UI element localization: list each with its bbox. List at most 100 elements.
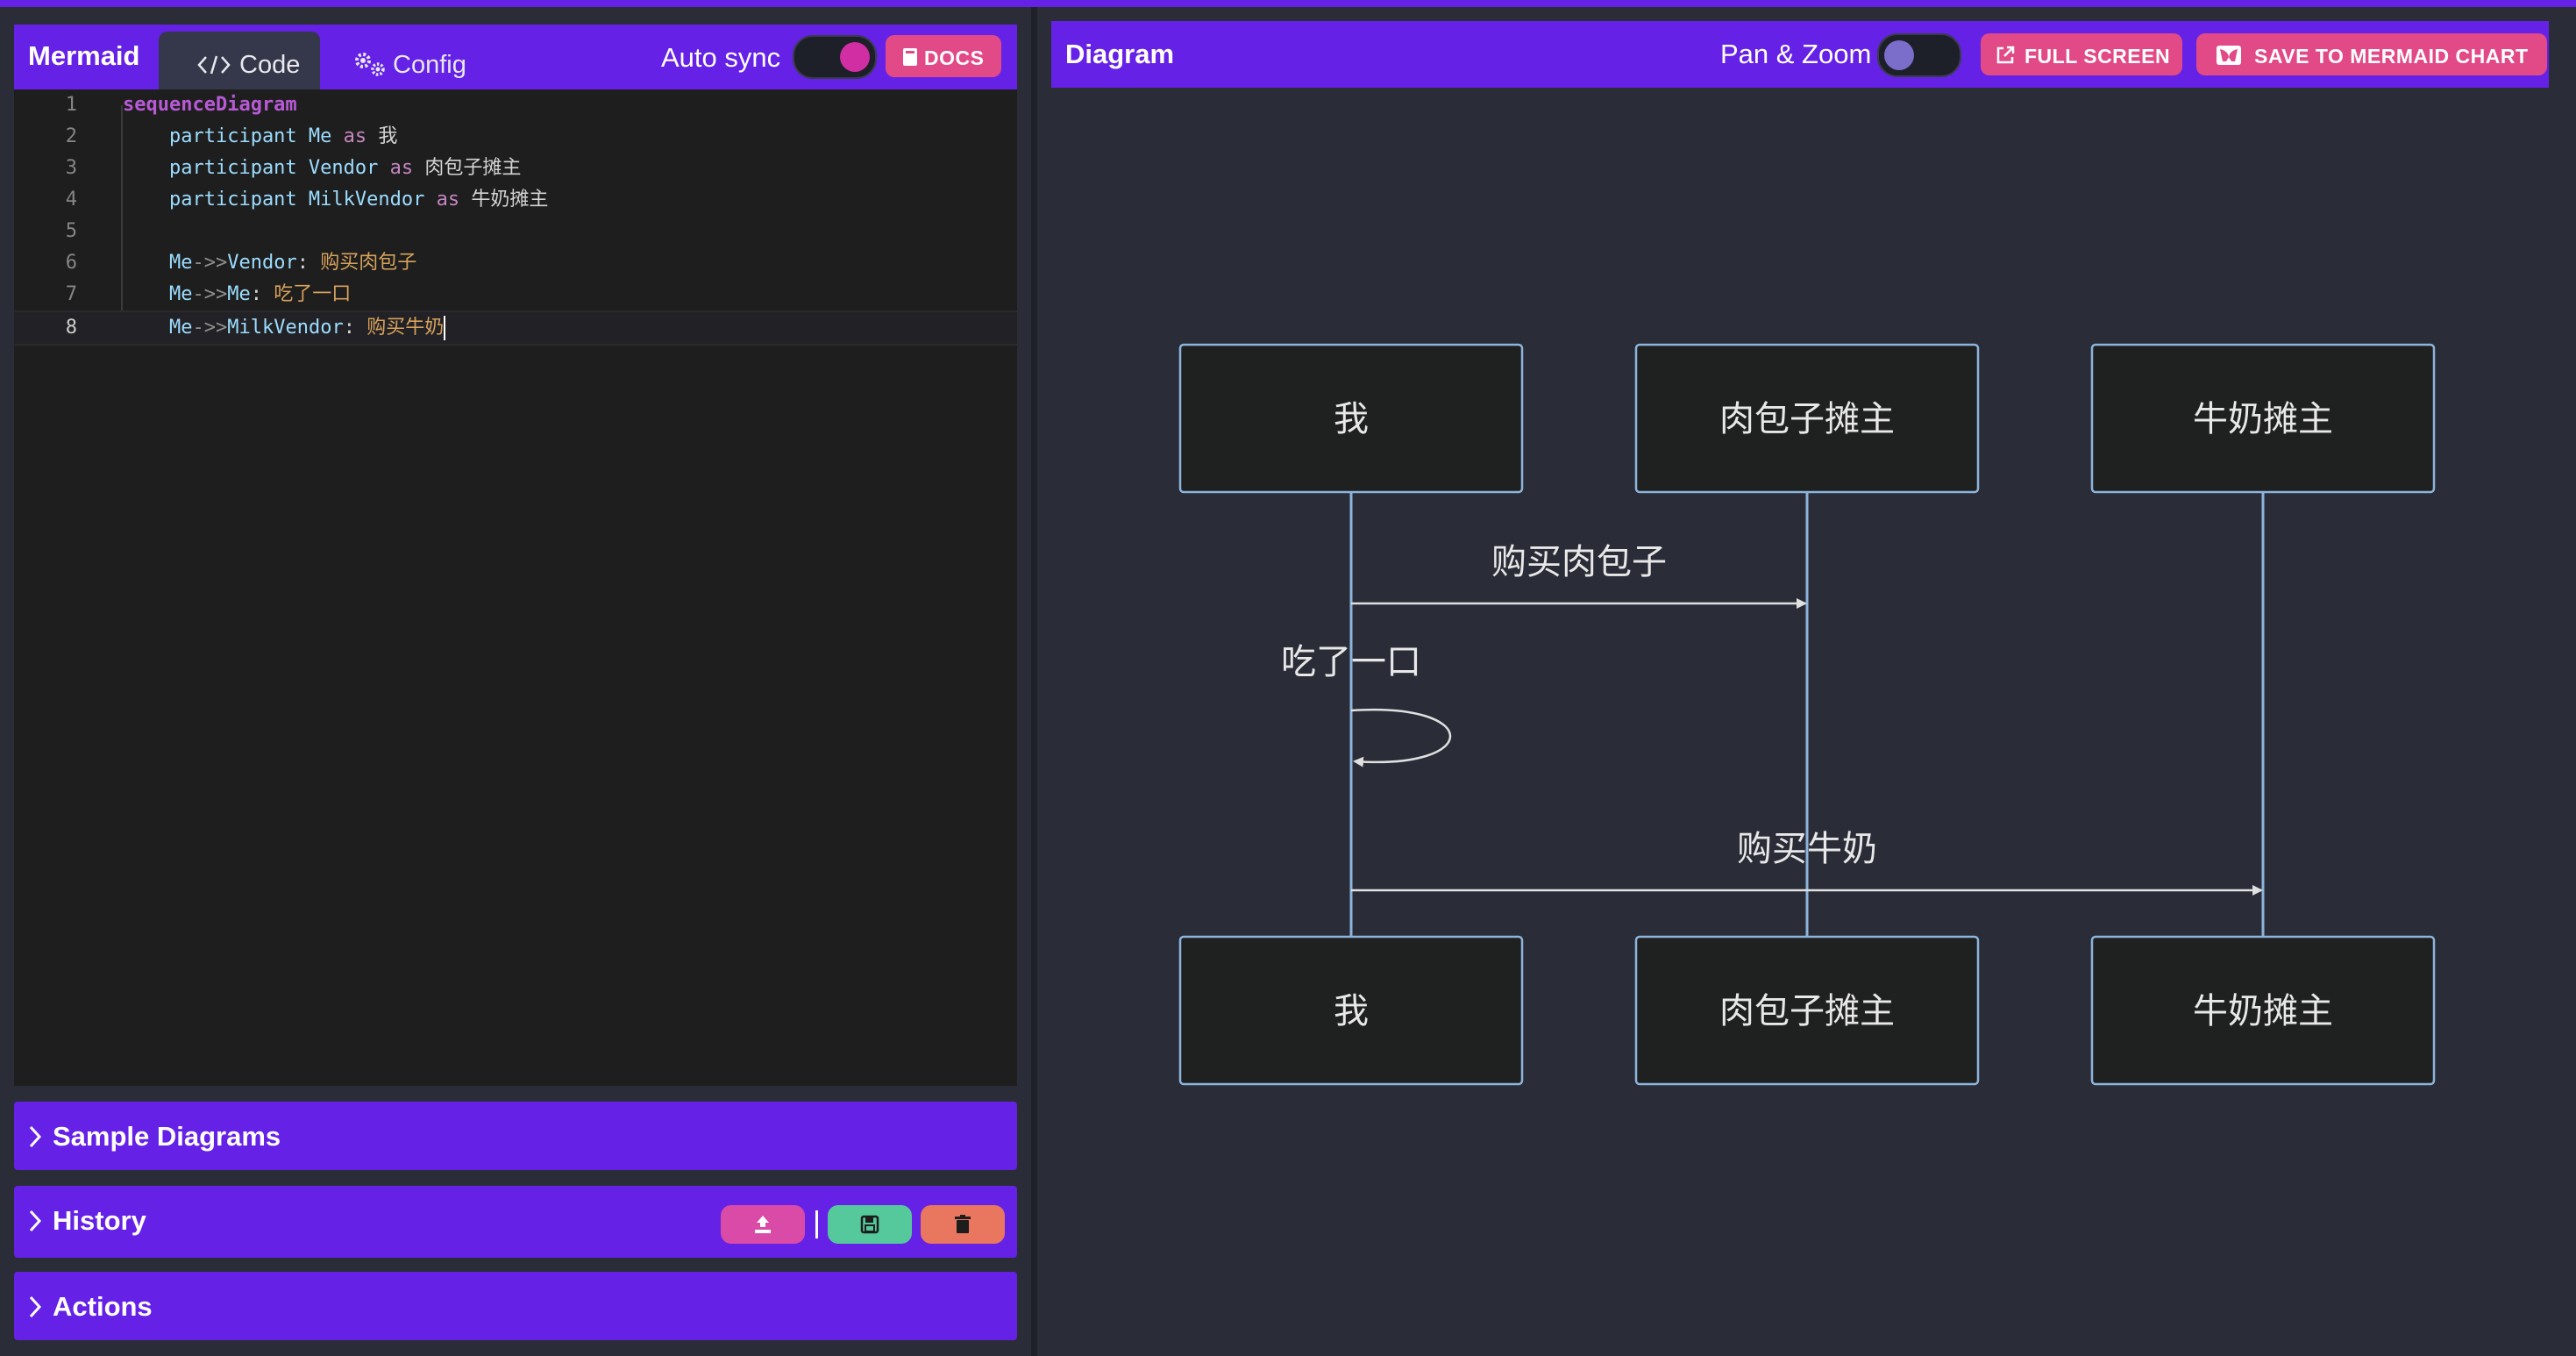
code-line[interactable]: 6 Me->>Vendor: 购买肉包子 <box>14 247 1017 279</box>
code-token: Me <box>123 283 193 305</box>
code-text: sequenceDiagram <box>123 89 297 121</box>
code-token: : <box>296 252 321 274</box>
actions-title: Actions <box>53 1291 153 1322</box>
actor-box-top <box>1634 343 1980 494</box>
code-token: MilkVendor <box>227 317 344 339</box>
actions-panel[interactable]: Actions <box>14 1272 1017 1340</box>
editor-header: Mermaid Code Config Auto sync DOCS <box>14 25 1017 89</box>
history-save-button[interactable] <box>828 1205 912 1244</box>
upload-icon <box>755 1216 771 1233</box>
code-text: participant Vendor as 肉包子摊主 <box>123 153 521 184</box>
actor-box-bottom <box>1178 935 1524 1086</box>
code-token: Me <box>308 125 344 147</box>
history-delete-button[interactable] <box>921 1205 1005 1244</box>
brand-title: Mermaid <box>28 40 140 71</box>
tab-config-label: Config <box>393 51 466 79</box>
diagram-title: Diagram <box>1065 39 1175 69</box>
code-token: 购买牛奶 <box>366 317 445 339</box>
full-screen-button[interactable]: FULL SCREEN <box>1981 33 2182 75</box>
sequence-diagram: 我肉包子摊主牛奶摊主我肉包子摊主牛奶摊主购买肉包子吃了一口购买牛奶 <box>1178 343 2436 1086</box>
actor-box-bottom <box>2090 935 2436 1086</box>
actor-label-bottom: 肉包子摊主 <box>1719 991 1895 1031</box>
code-token: Me <box>227 283 251 305</box>
code-token: Me <box>123 317 193 339</box>
code-token: 牛奶摊主 <box>471 189 549 211</box>
code-token: ->> <box>192 252 228 274</box>
code-token: : <box>343 317 367 339</box>
message-label: 吃了一口 <box>1281 642 1421 682</box>
history-panel[interactable]: History <box>14 1186 1017 1258</box>
code-token: Me <box>123 252 193 274</box>
toggle-knob <box>840 42 870 72</box>
history-upload-button[interactable] <box>721 1205 805 1244</box>
code-token: participant <box>123 157 309 179</box>
pan-zoom-toggle[interactable] <box>1877 33 1961 77</box>
code-line[interactable]: 7 Me->>Me: 吃了一口 <box>14 279 1017 310</box>
code-text: Me->>Me: 吃了一口 <box>123 279 351 310</box>
code-token: Vendor <box>227 252 297 274</box>
sample-diagrams-panel[interactable]: Sample Diagrams <box>14 1102 1017 1170</box>
diagram-canvas[interactable]: 我肉包子摊主牛奶摊主我肉包子摊主牛奶摊主购买肉包子吃了一口购买牛奶 <box>1051 88 2549 1342</box>
code-icon <box>197 55 231 75</box>
chevron-right-icon <box>29 1295 42 1318</box>
line-number: 3 <box>65 157 77 179</box>
history-title: History <box>53 1205 146 1236</box>
code-token: participant <box>123 125 309 147</box>
code-token: 购买肉包子 <box>320 252 417 274</box>
line-number: 8 <box>65 317 77 339</box>
diagram-header: Diagram Pan & Zoom FULL SCREEN SAVE TO M… <box>1051 21 2549 88</box>
code-line[interactable]: 4 participant MilkVendor as 牛奶摊主 <box>14 184 1017 216</box>
top-bar <box>0 0 2576 7</box>
tab-code[interactable]: Code <box>159 32 320 89</box>
code-token: sequenceDiagram <box>123 94 297 116</box>
line-number: 7 <box>65 283 77 305</box>
pan-zoom-label: Pan & Zoom <box>1720 39 1872 69</box>
actor-box-top <box>2090 343 2436 494</box>
trash-icon <box>955 1215 971 1233</box>
docs-label: DOCS <box>924 46 985 69</box>
code-token: as <box>389 157 425 179</box>
code-line[interactable]: 2 participant Me as 我 <box>14 121 1017 153</box>
toggle-knob <box>1884 40 1914 70</box>
line-number: 2 <box>65 125 77 147</box>
code-token: 肉包子摊主 <box>424 157 522 179</box>
chevron-right-icon <box>29 1210 42 1232</box>
code-line[interactable]: 5 <box>14 216 1017 247</box>
code-token: 我 <box>378 125 398 147</box>
book-icon <box>903 48 917 66</box>
docs-button[interactable]: DOCS <box>886 35 1001 77</box>
full-screen-label: FULL SCREEN <box>2025 45 2171 68</box>
actor-label-bottom: 牛奶摊主 <box>2193 991 2333 1031</box>
code-token: Vendor <box>308 157 390 179</box>
actor-box-bottom <box>1634 935 1980 1086</box>
code-token: participant <box>123 189 309 211</box>
self-message-loop <box>1350 708 1452 767</box>
line-number: 4 <box>65 189 77 211</box>
code-token: 吃了一口 <box>274 283 352 305</box>
code-line[interactable]: 8 Me->>MilkVendor: 购买牛奶 <box>14 310 1017 346</box>
gears-icon <box>355 53 385 76</box>
auto-sync-label: Auto sync <box>661 42 781 73</box>
message-label: 购买牛奶 <box>1737 829 1877 869</box>
tab-config[interactable]: Config <box>330 32 487 89</box>
external-link-icon <box>1996 46 2015 64</box>
save-to-mermaid-chart-label: SAVE TO MERMAID CHART <box>2254 45 2529 68</box>
sample-diagrams-title: Sample Diagrams <box>53 1121 281 1152</box>
code-text: participant Me as 我 <box>123 121 397 153</box>
mermaid-chart-logo-icon <box>2217 46 2241 65</box>
code-text: Me->>MilkVendor: 购买牛奶 <box>123 312 446 344</box>
actor-label-top: 我 <box>1334 399 1369 439</box>
auto-sync-toggle[interactable] <box>793 35 877 79</box>
pane-resizer[interactable] <box>1031 7 1037 1356</box>
code-line[interactable]: 3 participant Vendor as 肉包子摊主 <box>14 153 1017 184</box>
save-to-mermaid-chart-button[interactable]: SAVE TO MERMAID CHART <box>2196 33 2547 75</box>
actor-label-top: 牛奶摊主 <box>2193 399 2333 439</box>
code-token: ->> <box>192 317 228 339</box>
actor-label-top: 肉包子摊主 <box>1719 399 1895 439</box>
save-icon <box>860 1215 879 1234</box>
chevron-right-icon <box>29 1125 42 1148</box>
message-label: 购买肉包子 <box>1491 542 1667 582</box>
code-token: ->> <box>192 283 228 305</box>
